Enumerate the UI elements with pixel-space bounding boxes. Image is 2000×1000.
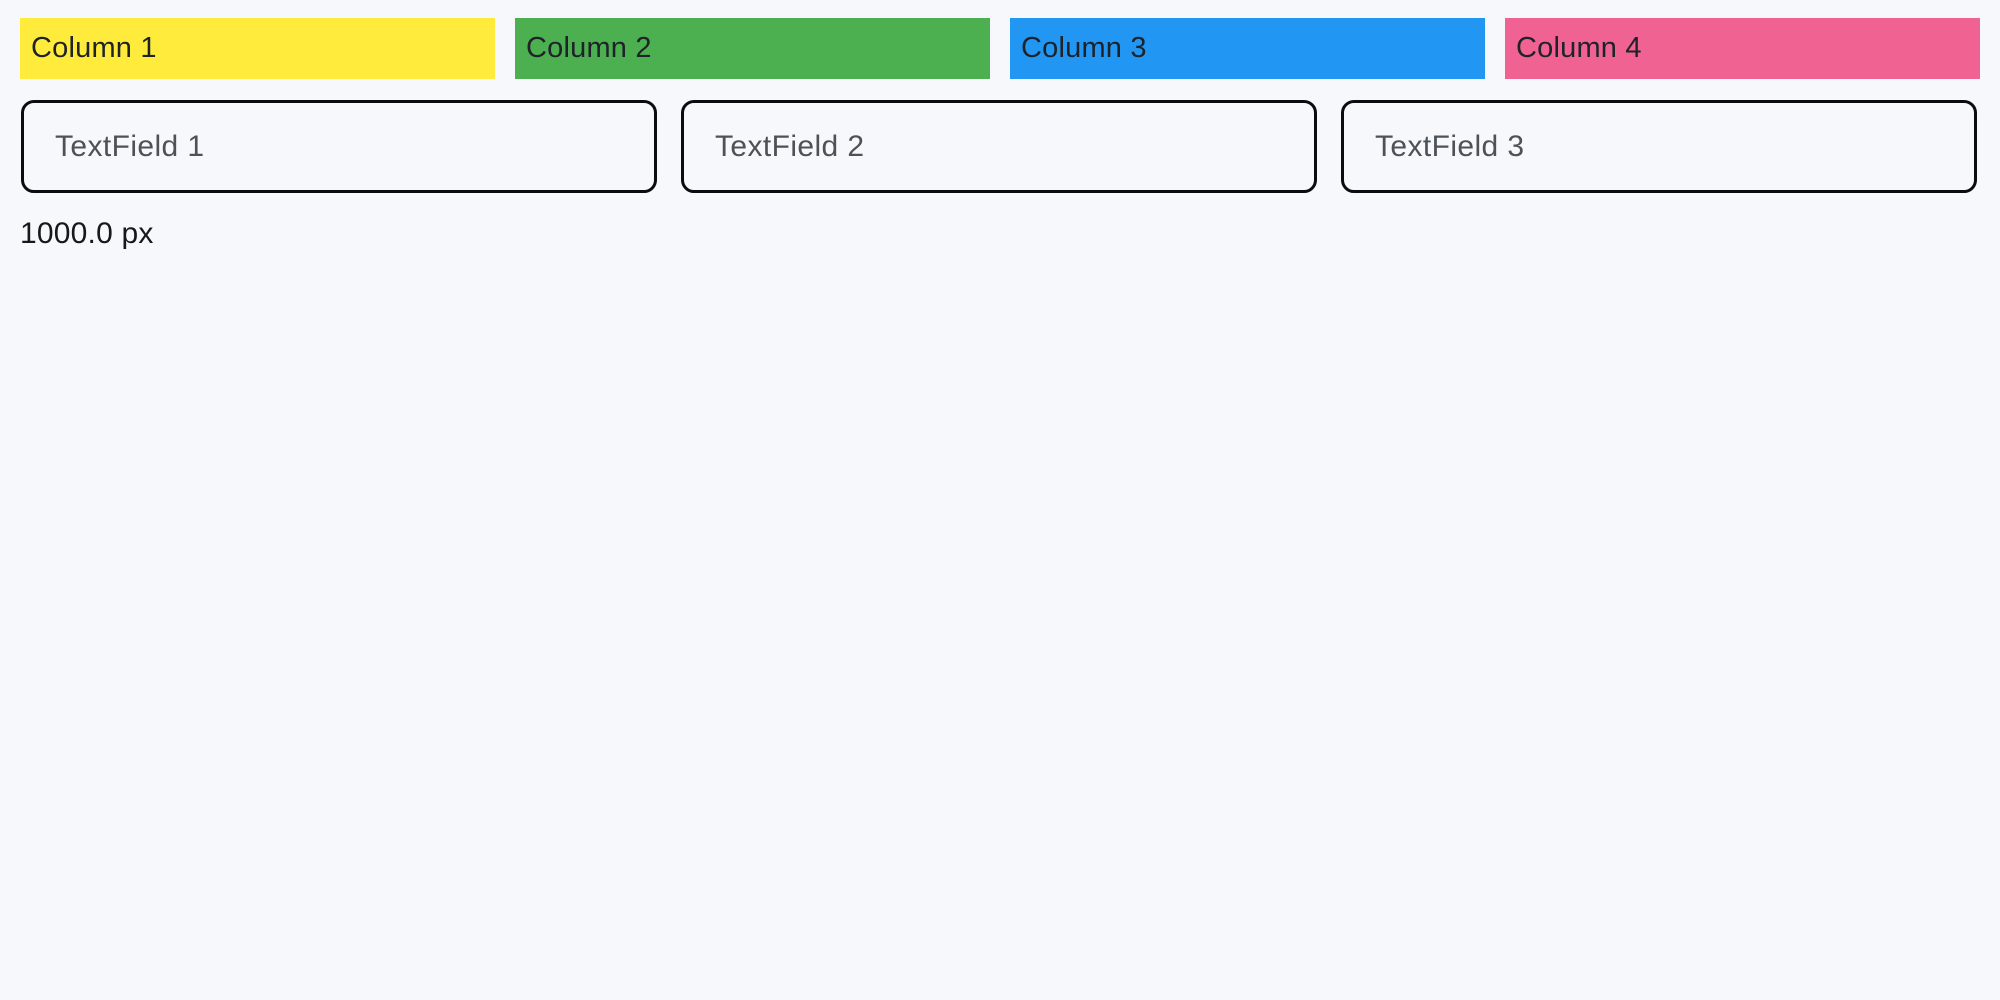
- column-bar-3: Column 3: [1010, 18, 1485, 79]
- column-bars-row: Column 1 Column 2 Column 3 Column 4: [20, 18, 1980, 79]
- column-bar-4: Column 4: [1505, 18, 1980, 79]
- textfield-1[interactable]: [21, 100, 657, 193]
- textfield-2[interactable]: [681, 100, 1317, 193]
- column-bar-1: Column 1: [20, 18, 495, 79]
- width-readout-label: 1000.0 px: [20, 217, 154, 250]
- column-bar-2-label: Column 2: [526, 32, 652, 64]
- textfields-row: [21, 100, 1977, 193]
- column-bar-1-label: Column 1: [31, 32, 157, 64]
- textfield-3[interactable]: [1341, 100, 1977, 193]
- column-bar-4-label: Column 4: [1516, 32, 1642, 64]
- column-bar-2: Column 2: [515, 18, 990, 79]
- column-bar-3-label: Column 3: [1021, 32, 1147, 64]
